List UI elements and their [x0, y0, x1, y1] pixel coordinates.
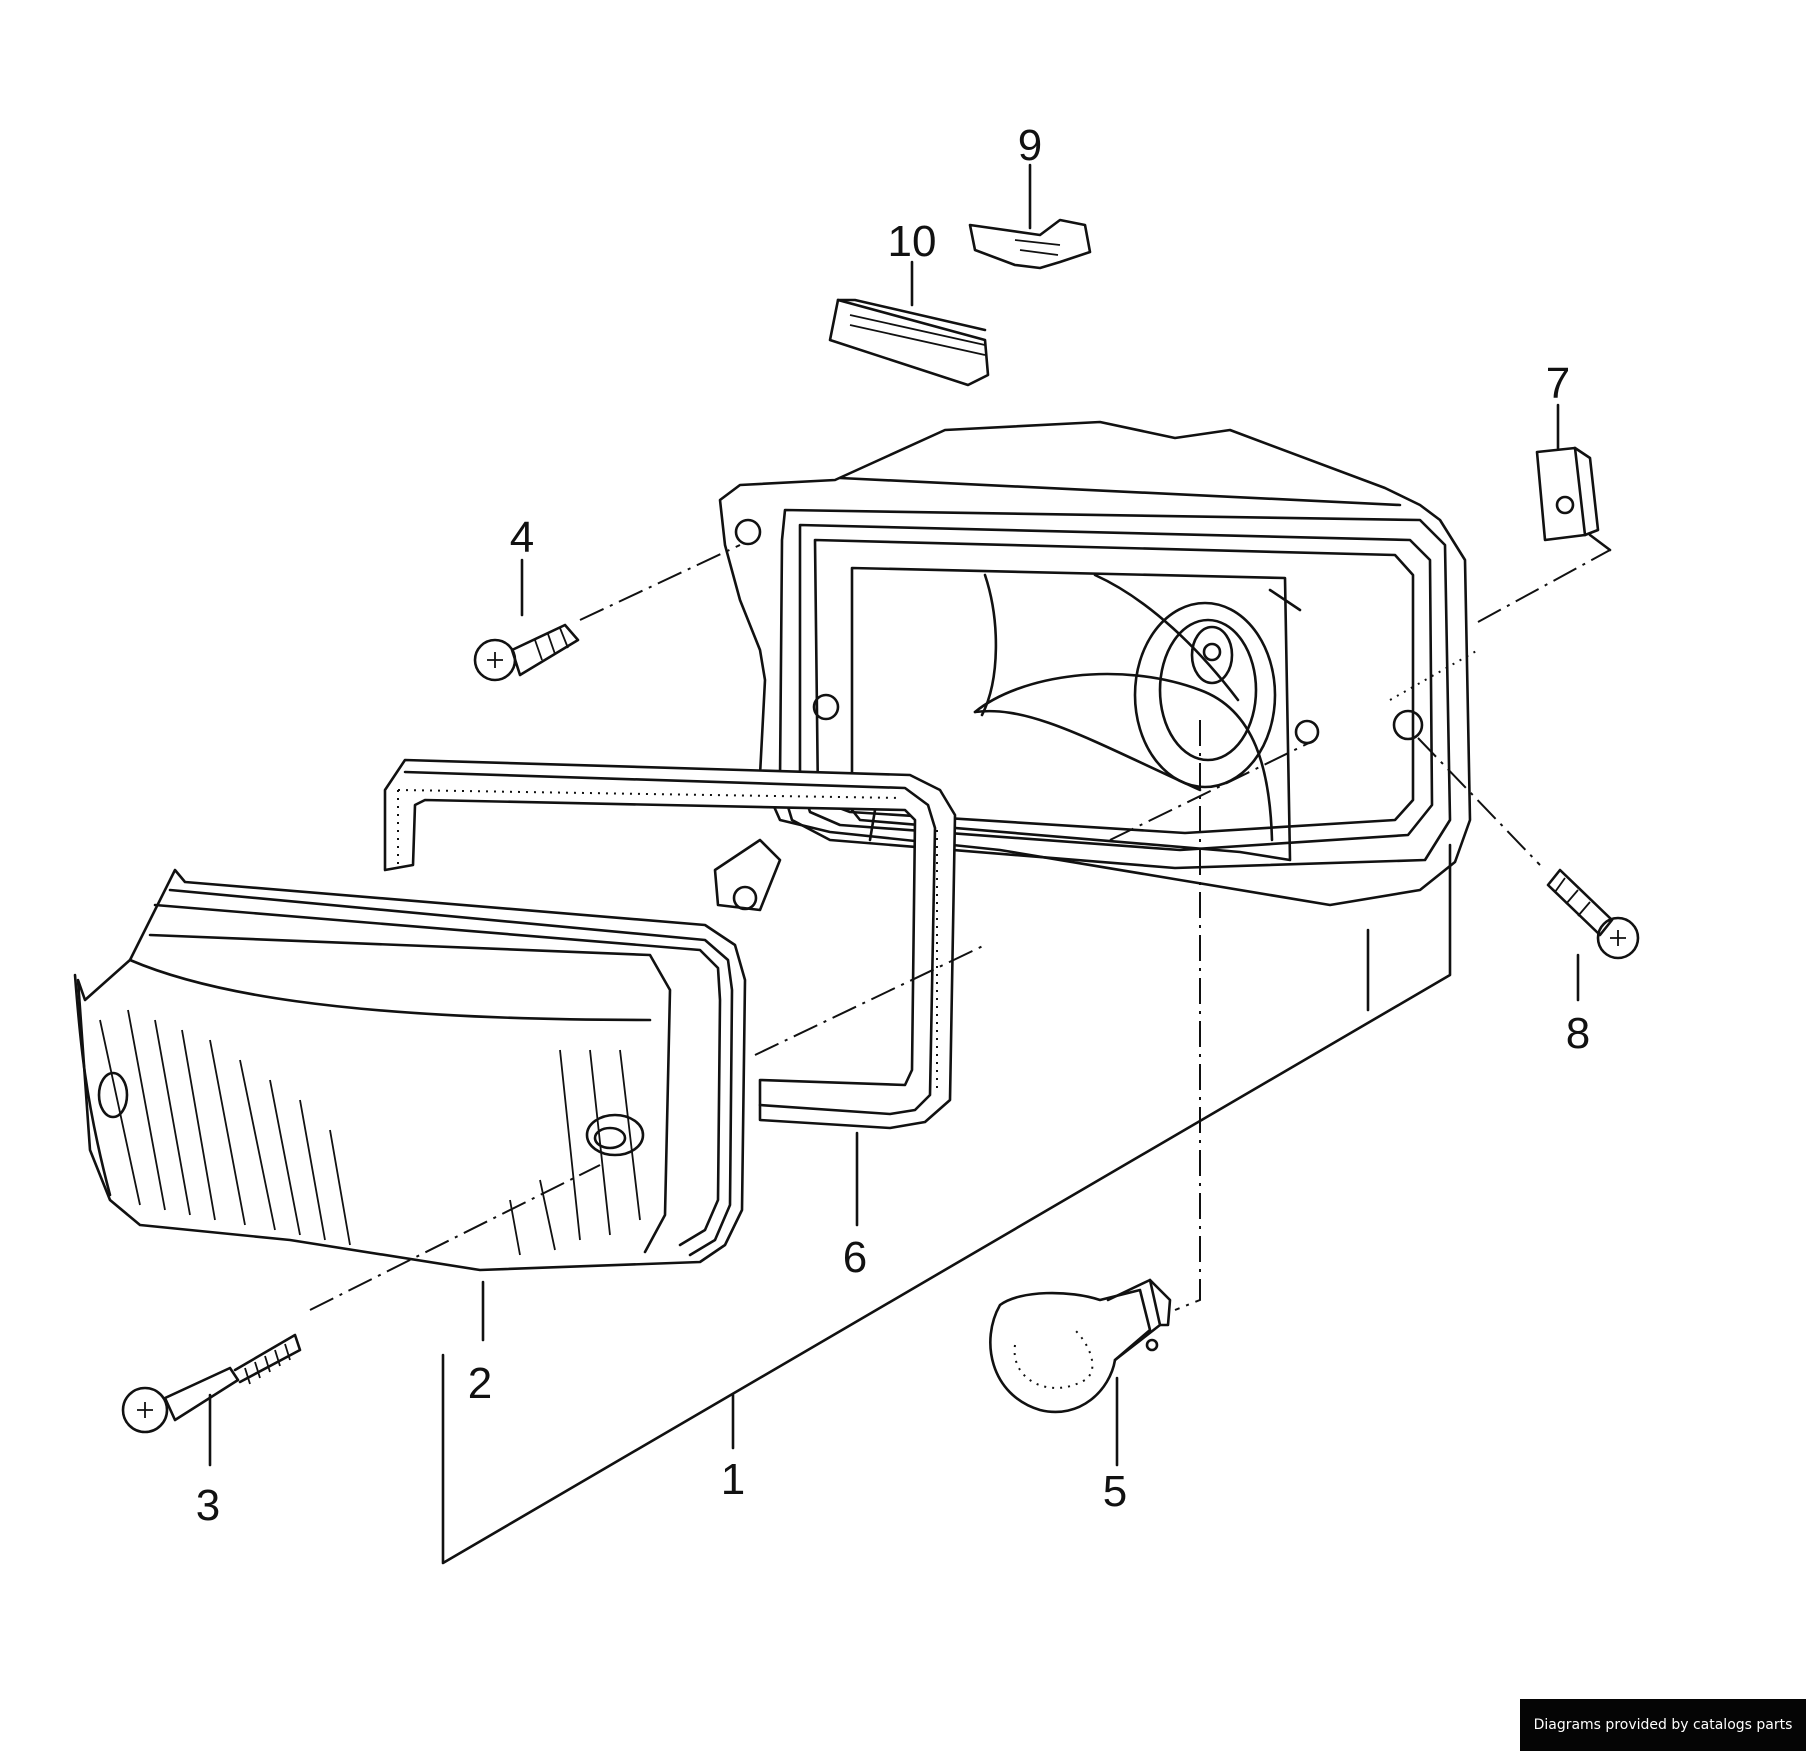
callout-8: 8 [1566, 1009, 1590, 1058]
callouts: 1 2 3 4 5 6 7 8 9 10 [196, 121, 1590, 1530]
screw-housing-right [1546, 868, 1640, 960]
gasket [383, 758, 957, 1130]
lens [73, 868, 747, 1272]
sleeve [828, 298, 990, 387]
callout-3: 3 [196, 1481, 220, 1530]
leader-lines [208, 163, 1580, 1467]
callout-10: 10 [888, 217, 937, 266]
screw-housing-left [473, 623, 580, 682]
callout-7: 7 [1546, 359, 1570, 408]
callout-5: 5 [1103, 1467, 1127, 1516]
callout-1: 1 [721, 1455, 745, 1504]
callout-4: 4 [510, 513, 534, 562]
assembly-bracket [441, 843, 1452, 1565]
callout-6: 6 [843, 1233, 867, 1282]
callout-2: 2 [468, 1359, 492, 1408]
lamp-housing [713, 420, 1472, 912]
credit-badge: Diagrams provided by catalogs parts [1520, 1699, 1806, 1751]
clip-bracket [1535, 446, 1600, 542]
callout-9: 9 [1018, 121, 1042, 170]
screw-long [121, 1333, 302, 1434]
assembly-lines [309, 533, 1612, 1311]
bulb [989, 1278, 1172, 1414]
retaining-clip [968, 218, 1092, 270]
